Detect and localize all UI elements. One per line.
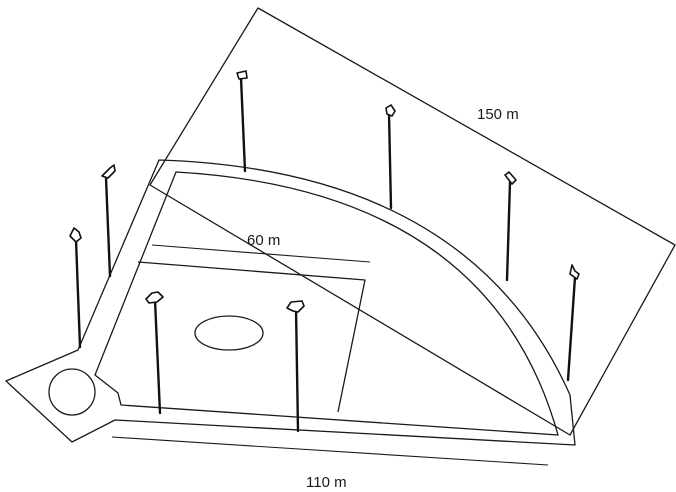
- home-plate-circle: [48, 368, 96, 416]
- floodlight-icon: [569, 264, 580, 280]
- stadium-outer-wall: [5, 159, 576, 446]
- dimension-line-110m: [111, 436, 549, 466]
- dimension-line-60m: [151, 244, 371, 263]
- light-pole-outfield-left: [236, 70, 248, 173]
- floodlight-icon: [236, 70, 248, 80]
- dimension-label-110m: 110 m: [306, 474, 347, 491]
- light-pole-infield-right: [286, 300, 305, 433]
- light-pole-infield-left: [145, 291, 164, 415]
- floodlight-icon: [145, 291, 164, 304]
- floodlight-icon: [504, 171, 517, 185]
- floodlight-icon: [69, 227, 82, 243]
- light-pole-outfield-right: [504, 171, 517, 282]
- light-pole-left-low: [69, 227, 82, 349]
- dimension-label-150m: 150 m: [477, 106, 519, 123]
- floodlight-icon: [385, 104, 396, 117]
- plot-boundary: [149, 7, 676, 436]
- light-pole-far-right: [566, 264, 580, 382]
- light-pole-outfield-center: [385, 104, 396, 210]
- floodlight-icon: [101, 164, 116, 179]
- infield-square: [137, 261, 366, 413]
- light-pole-left-high: [101, 164, 116, 278]
- floodlight-icon: [286, 300, 305, 313]
- pitchers-mound: [194, 315, 264, 351]
- dimension-label-60m: 60 m: [247, 232, 280, 249]
- field-inner-boundary: [94, 171, 559, 436]
